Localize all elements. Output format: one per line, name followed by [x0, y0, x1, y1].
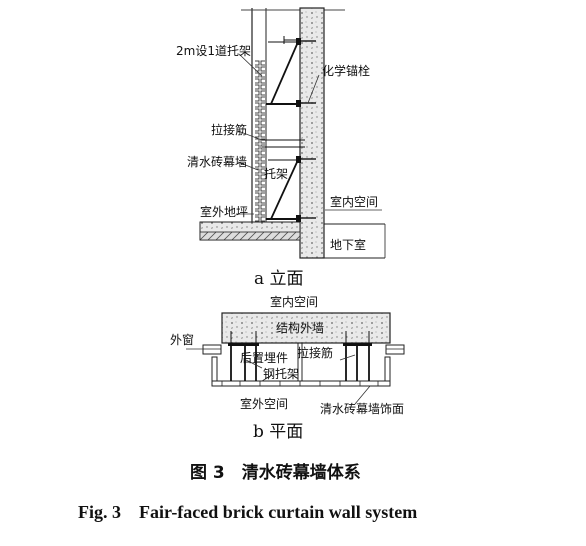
subcaption-plan: b 平面	[253, 422, 303, 442]
plan-label-finish: 清水砖幕墙饰面	[320, 401, 404, 416]
caption-cn: 图 3 清水砖幕墙体系	[190, 462, 361, 483]
plan-steel-brackets	[228, 331, 372, 381]
label-brick-wall: 清水砖幕墙	[187, 154, 247, 169]
label-bracket-spacing: 2m设1道托架	[176, 44, 251, 58]
upper-bracket	[266, 36, 316, 107]
label-chemical-anchor: 化学锚栓	[322, 63, 370, 78]
plan-label-tie-bar: 拉接筋	[297, 345, 333, 360]
label-outdoor-floor: 室外地坪	[200, 204, 248, 219]
plan-label-structural-wall: 结构外墙	[276, 320, 324, 335]
elevation-drawing: 2m设1道托架 化学锚栓 拉接筋 清水砖幕墙 托架 室内空间 室外地坪 地下室 …	[176, 7, 386, 289]
subcaption-elevation: a 立面	[254, 269, 304, 289]
plan-label-steel-bracket: 钢托架	[263, 367, 299, 381]
label-basement: 地下室	[330, 237, 366, 252]
label-bracket: 托架	[264, 167, 288, 181]
plan-label-indoor: 室内空间	[270, 294, 318, 309]
caption-en: Fig. 3 Fair-faced brick curtain wall sys…	[78, 502, 417, 522]
plan-label-embedded: 后置埋件	[240, 351, 288, 365]
window-left	[202, 344, 222, 355]
plan-label-window: 外窗	[170, 333, 194, 347]
plan-structural-wall	[221, 312, 391, 344]
label-tie-bar: 拉接筋	[211, 122, 247, 137]
structural-wall	[299, 7, 325, 259]
plan-label-outdoor: 室外空间	[240, 396, 288, 411]
brick-curtain-wall	[255, 60, 265, 222]
plan-brick-curtain-wall	[211, 356, 391, 387]
plan-drawing: 室内空间 结构外墙 外窗 后置埋件 拉接筋 钢托架 室外空间 清水砖幕墙饰面 b…	[170, 294, 405, 442]
label-indoor-space: 室内空间	[330, 194, 378, 209]
window-right	[385, 344, 405, 355]
lower-bracket	[266, 156, 316, 222]
